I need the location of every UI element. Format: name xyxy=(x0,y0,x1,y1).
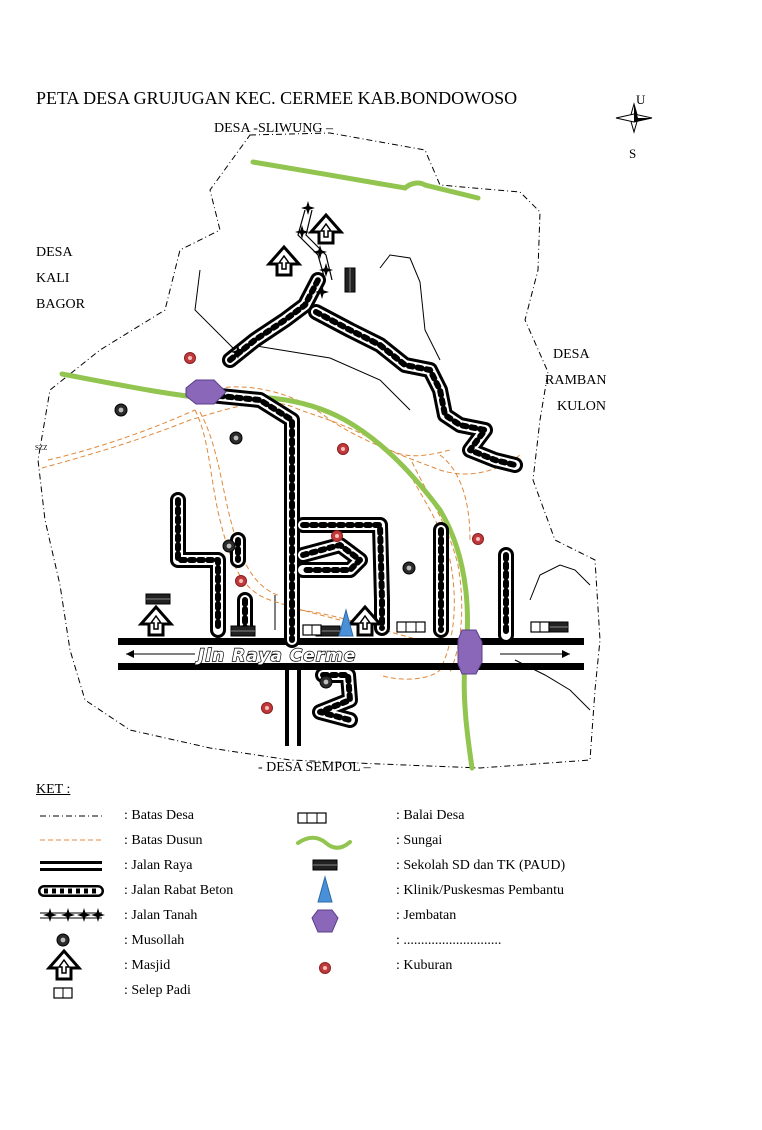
musholla-icon xyxy=(56,933,70,947)
mosque-icon xyxy=(267,245,301,277)
village-boundary xyxy=(37,132,601,769)
compass-north-label: U xyxy=(636,92,646,107)
legend-label-batas-dusun: : Batas Dusun xyxy=(124,833,203,848)
west-edge-mark: SZZ xyxy=(35,444,48,452)
cemetery-icon xyxy=(184,352,196,364)
legend-label-masjid: : Masjid xyxy=(124,958,171,973)
main-road-label: Jln Raya Cerme xyxy=(195,646,356,666)
cemetery-icon xyxy=(472,533,484,545)
legend-label-blank: : ............................ xyxy=(396,933,502,948)
legend-label-musollah: : Musollah xyxy=(124,933,185,948)
neighbor-west: DESA KALI BAGOR xyxy=(36,240,85,318)
legend-heading: KET : xyxy=(36,782,71,797)
compass-rose-icon xyxy=(615,102,653,134)
musholla-icon xyxy=(114,403,128,417)
map-title: PETA DESA GRUJUGAN KEC. CERMEE KAB.BONDO… xyxy=(36,88,518,108)
legend-label-jembatan: : Jembatan xyxy=(396,908,457,923)
neighbor-east-line: RAMBAN xyxy=(545,373,607,388)
rice-mill-icon xyxy=(530,621,550,633)
legend-label-jalan-raya: : Jalan Raya xyxy=(124,858,193,873)
cemetery-icon xyxy=(319,962,331,974)
clinic-icon xyxy=(317,875,333,903)
legend-main-road-symbol xyxy=(40,861,102,871)
cemetery-icon xyxy=(261,702,273,714)
clinic-icon xyxy=(338,608,354,637)
river xyxy=(59,159,481,771)
musholla-icon xyxy=(222,539,236,553)
neighbor-east-line: KULON xyxy=(557,399,606,414)
musholla-icon xyxy=(402,561,416,575)
legend-label-jalan-rabat-beton: : Jalan Rabat Beton xyxy=(124,883,234,898)
bridge-icon xyxy=(311,909,339,933)
musholla-icon xyxy=(319,675,333,689)
rice-mill-icon xyxy=(53,987,73,999)
school-icon xyxy=(344,267,356,293)
village-hall-icon xyxy=(297,812,327,824)
legend-label-jalan-tanah: : Jalan Tanah xyxy=(124,908,198,923)
south-road xyxy=(285,668,301,746)
cemetery-icon xyxy=(331,530,343,542)
neighbor-north: DESA -SLIWUNG – xyxy=(214,121,333,136)
mosque-icon xyxy=(47,949,81,981)
cemetery-icon xyxy=(337,443,349,455)
legend-label-sekolah: : Sekolah SD dan TK (PAUD) xyxy=(396,858,566,873)
river-icon xyxy=(296,835,352,850)
mosque-icon xyxy=(309,213,343,245)
village-hall-icon xyxy=(396,621,426,633)
school-icon xyxy=(145,593,171,605)
school-icon xyxy=(230,625,256,637)
bridge-icon xyxy=(457,629,483,675)
concrete-roads xyxy=(170,272,523,728)
neighbor-west-line: DESA xyxy=(36,245,73,260)
compass-south-label: S xyxy=(629,146,637,161)
legend-symbols xyxy=(38,812,352,999)
legend-label-batas-desa: : Batas Desa xyxy=(124,808,194,823)
school-icon xyxy=(312,859,338,871)
legend-label-kuburan: : Kuburan xyxy=(396,958,453,973)
rice-mill-icon xyxy=(302,624,322,636)
neighbor-east: DESA RAMBAN KULON xyxy=(545,342,606,420)
neighbor-east-line: DESA xyxy=(553,347,590,362)
legend-label-balai-desa: : Balai Desa xyxy=(396,808,465,823)
neighbor-west-line: KALI xyxy=(36,271,70,286)
legend-label-klinik: : Klinik/Puskesmas Pembantu xyxy=(396,883,564,898)
cemetery-icon xyxy=(235,575,247,587)
legend-label-sungai: : Sungai xyxy=(396,833,443,848)
bridge-icon xyxy=(185,379,227,405)
legend-label-selep-padi: : Selep Padi xyxy=(124,983,191,998)
mosque-icon xyxy=(139,605,173,637)
dirt-road xyxy=(231,201,333,359)
main-road: Jln Raya Cerme xyxy=(118,638,584,670)
neighbor-west-line: BAGOR xyxy=(36,297,86,312)
musholla-icon xyxy=(229,431,243,445)
legend-dirt-road-symbol xyxy=(40,908,105,922)
neighbor-south: - DESA SEMPOL – xyxy=(258,760,371,775)
